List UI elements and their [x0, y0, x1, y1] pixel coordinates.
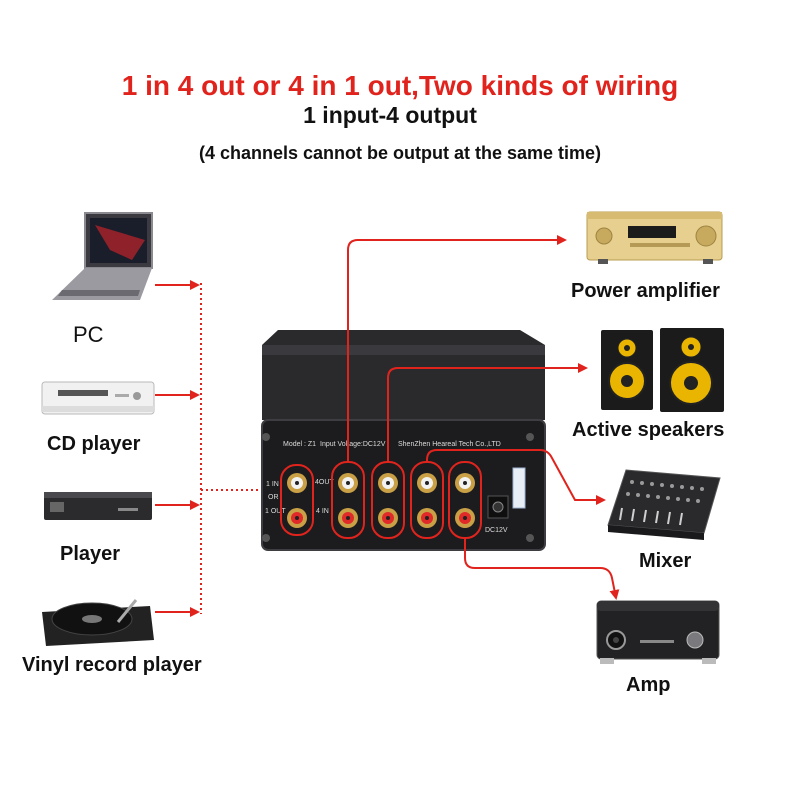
source-connections	[155, 280, 290, 617]
power-amplifier-icon	[586, 211, 723, 264]
device-model-text: Model : Z1	[283, 441, 316, 448]
turntable-icon	[42, 599, 154, 646]
active-speakers-icon	[601, 328, 724, 412]
source-label-pc: PC	[73, 322, 104, 347]
source-label-vinyl-record-player: Vinyl record player	[22, 654, 202, 676]
device-in-label: 1 IN	[266, 481, 279, 488]
device-dc-label: DC12V	[485, 527, 508, 534]
laptop-icon	[52, 212, 153, 300]
source-label-cd-player: CD player	[47, 433, 141, 455]
device-or-label: OR	[268, 494, 279, 501]
cd-player-icon	[41, 381, 155, 415]
rca-pair-3	[410, 461, 444, 539]
headphone-amp-icon	[596, 600, 720, 664]
rca-pair-4	[448, 461, 482, 539]
diagram-headline: 1 in 4 out or 4 in 1 out,Two kinds of wi…	[121, 70, 679, 101]
device-out-label: 1 OUT	[265, 508, 286, 515]
rca-pair-2	[371, 461, 405, 539]
device-maker-text: ShenZhen Heareal Tech Co.,LTD	[398, 441, 501, 448]
rca-jacks	[280, 461, 482, 539]
rca-pair-input	[280, 464, 314, 536]
output-label-mixer: Mixer	[639, 550, 692, 572]
diagram-subtitle: 1 input-4 output	[303, 102, 477, 128]
source-label-player: Player	[60, 543, 121, 565]
device-4in-label: 4 IN	[316, 508, 329, 515]
diagram-note: (4 channels cannot be output at the same…	[198, 143, 602, 163]
mixer-icon	[607, 469, 721, 540]
output-label-active-speakers: Active speakers	[572, 419, 725, 441]
output-label-power-amplifier: Power amplifier	[571, 280, 720, 302]
output-connections	[347, 235, 620, 600]
device-voltage-text: Input Voltage:DC12V	[320, 441, 386, 448]
media-player-icon	[44, 492, 152, 520]
device-4out-label: 4OUT	[315, 479, 334, 486]
output-label-amp: Amp	[626, 674, 671, 696]
